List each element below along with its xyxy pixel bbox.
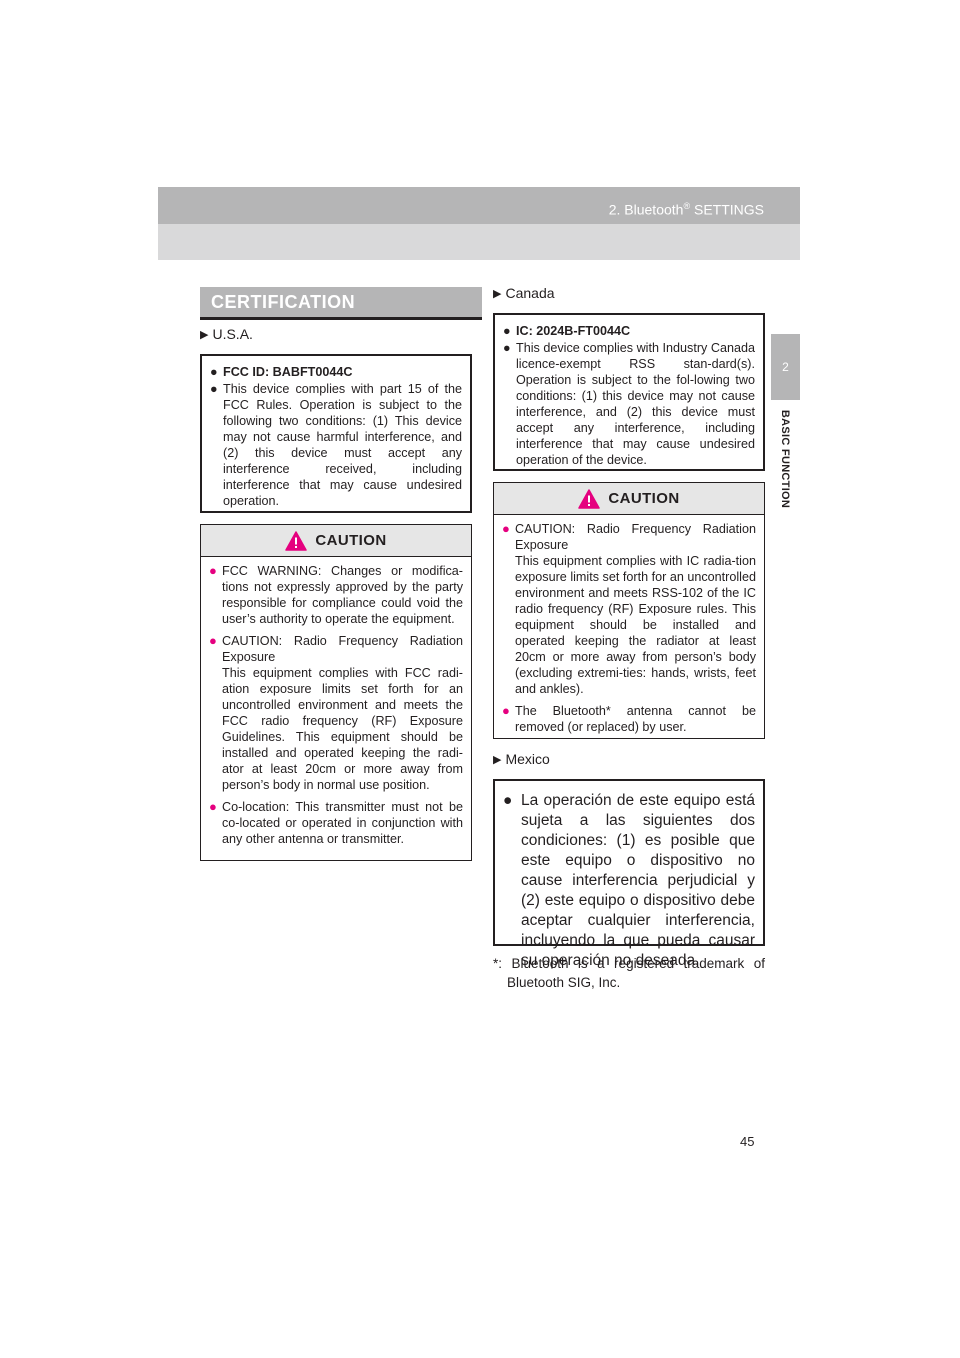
list-item: ● CAUTION: Radio Frequency Radiation Expo… [209,633,463,793]
triangle-right-icon: ▶ [493,754,502,766]
bullet-icon: ● [503,324,511,338]
footnote-text: *: Bluetooth is a registered trademark o… [493,956,765,990]
canada-label: ▶Canada [493,285,555,301]
bullet-icon: ● [503,792,513,809]
caution-text: The Bluetooth* antenna cannot be removed… [515,704,756,734]
chapter-number: 2 [782,360,789,374]
usa-info-box: ● FCC ID: BABFT0044C ● This device complie… [200,354,472,513]
canada-label-text: Canada [505,285,555,301]
chapter-label-text: BASIC FUNCTION [779,409,791,509]
usa-label: ▶U.S.A. [200,326,253,342]
bullet-icon: ● [209,799,217,814]
caution-body: ● FCC WARNING: Changes or modifica-tions … [201,557,471,859]
chapter-label: BASIC FUNCTION [778,404,792,514]
caution-body: ● CAUTION: Radio Frequency Radiation Expo… [494,515,764,747]
bullet-icon: ● [210,382,218,396]
list-item: ● FCC WARNING: Changes or modifica-tions … [209,563,463,627]
bullet-icon: ● [209,633,217,648]
caution-header: CAUTION [494,483,764,515]
caution-text: FCC WARNING: Changes or modifica-tions n… [222,564,463,626]
list-item: ● This device complies with part 15 of th… [210,381,462,509]
list-item: ● La operación de este equipo está sujeta… [503,791,755,971]
certification-heading: CERTIFICATION [200,287,482,320]
caution-text: CAUTION: Radio Frequency Radiation Expos… [515,522,756,552]
ic-id: IC: 2024B-FT0044C [516,324,631,338]
canada-info-box: ● IC: 2024B-FT0044C ● This device complies… [493,313,765,471]
caution-text: CAUTION: Radio Frequency Radiation Expos… [222,634,463,664]
canada-caution-box: CAUTION ● CAUTION: Radio Frequency Radiat… [493,482,765,739]
caution-title: CAUTION [608,490,680,507]
chapter-tab: 2 [771,334,800,400]
caution-text: This equipment complies with FCC radi-at… [222,666,463,792]
list-item: ● CAUTION: Radio Frequency Radiation Expo… [502,521,756,697]
bullet-icon: ● [502,521,510,536]
caution-text: Co-location: This transmitter must not b… [222,800,463,846]
list-item: ● IC: 2024B-FT0044C [503,323,755,339]
mexico-compliance-text: La operación de este equipo está sujeta … [521,792,755,969]
section-title-suffix: SETTINGS [690,201,764,218]
mexico-info-box: ● La operación de este equipo está sujeta… [493,779,765,969]
fcc-compliance-text: This device complies with part 15 of the… [223,382,462,508]
bullet-icon: ● [503,341,511,355]
caution-text: This equipment complies with IC radia-ti… [515,554,756,696]
section-title-text: 2. Bluetooth [608,201,684,218]
registered-mark: ® [683,201,691,211]
warning-triangle-icon [285,530,308,551]
triangle-right-icon: ▶ [200,329,209,341]
triangle-right-icon: ▶ [493,288,502,300]
fcc-id: FCC ID: BABFT0044C [223,365,353,379]
ic-compliance-text: This device complies with Industry Canad… [516,341,755,467]
bullet-icon: ● [502,703,510,718]
list-item: ● FCC ID: BABFT0044C [210,364,462,380]
list-item: ● This device complies with Industry Cana… [503,340,755,468]
warning-triangle-icon [578,488,601,509]
usa-caution-box: CAUTION ● FCC WARNING: Changes or modific… [200,524,472,861]
list-item: ● Co-location: This transmitter must not … [209,799,463,847]
mexico-label: ▶Mexico [493,751,550,767]
header-bar: 2. Bluetooth® SETTINGS [158,187,800,224]
header-sub-bar [158,224,800,260]
caution-header: CAUTION [201,525,471,557]
caution-title: CAUTION [315,532,387,549]
bullet-icon: ● [210,365,218,379]
mexico-label-text: Mexico [505,751,550,767]
section-title: 2. Bluetooth® SETTINGS [609,201,764,218]
page-number: 45 [740,1134,755,1149]
bullet-icon: ● [209,563,217,578]
footnote: *: Bluetooth is a registered trademark o… [493,954,765,992]
usa-label-text: U.S.A. [212,326,253,342]
list-item: ● The Bluetooth* antenna cannot be remove… [502,703,756,735]
